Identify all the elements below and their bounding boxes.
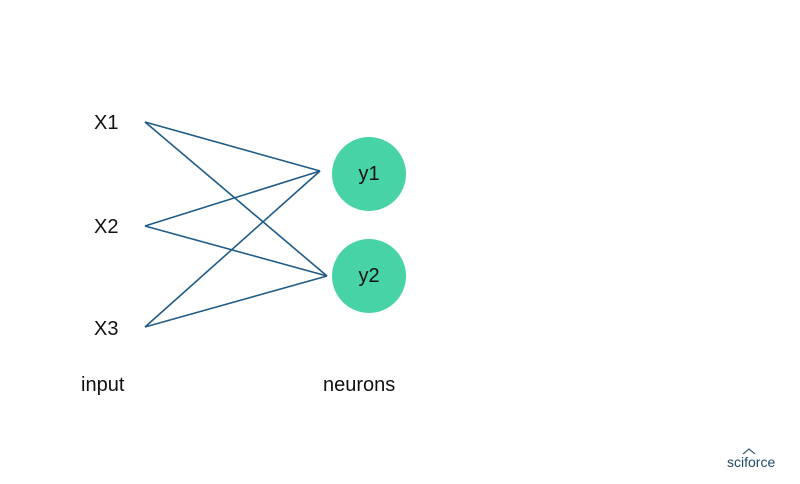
connection-x1-y1 [144, 121, 321, 172]
input-label-x2: X2 [94, 216, 118, 238]
connection-x2-y2 [144, 225, 328, 277]
connection-x3-y2 [144, 275, 328, 328]
input-label-x3: X3 [94, 318, 118, 340]
neuron-y2: y2 [332, 239, 406, 313]
neuron-y1: y1 [332, 137, 406, 211]
input-label-x1: X1 [94, 112, 118, 134]
connections-group [144, 121, 328, 328]
connection-x3-y1 [144, 170, 321, 328]
neuron-y2-label: y2 [358, 265, 379, 287]
caption-input: input [81, 374, 125, 396]
neuron-y2-circle [332, 239, 406, 313]
caption-neurons: neurons [323, 374, 395, 396]
neuron-y1-label: y1 [358, 163, 379, 185]
sciforce-logo: sciforce [727, 448, 775, 470]
logo-text: sciforce [727, 454, 775, 470]
connection-x1-y2 [144, 121, 328, 277]
neuron-y1-circle [332, 137, 406, 211]
connection-x2-y1 [144, 170, 321, 227]
logo-roof-icon [742, 448, 756, 455]
